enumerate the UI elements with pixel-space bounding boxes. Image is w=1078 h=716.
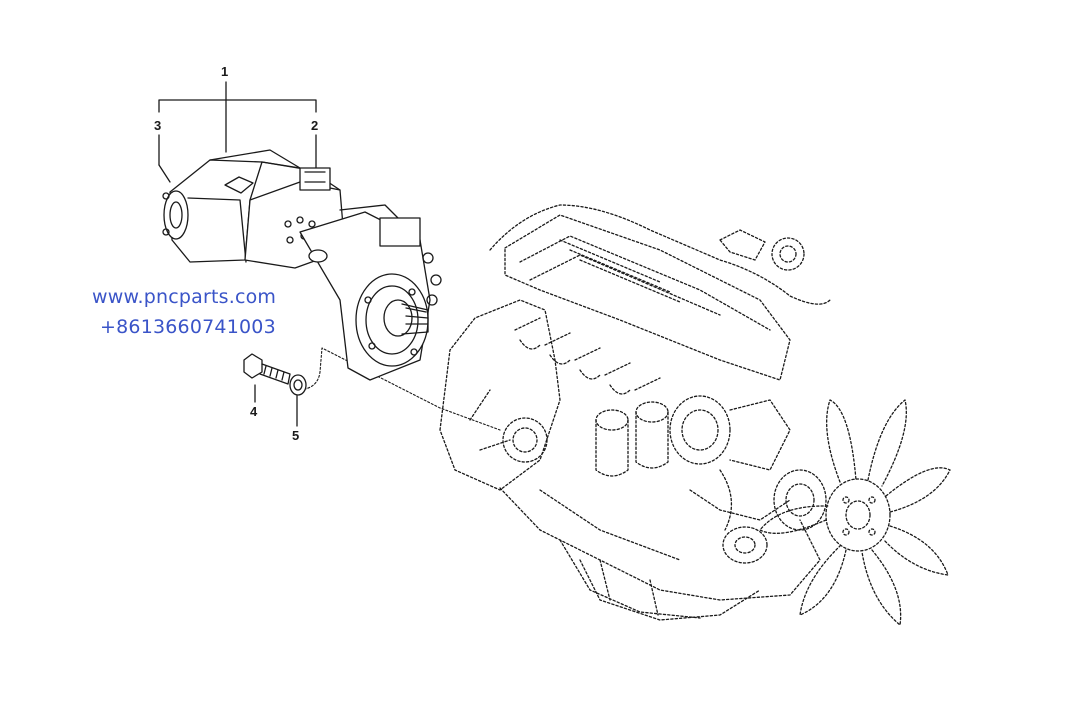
washer-part-5	[289, 374, 307, 396]
watermark-website: www.pncparts.com	[92, 286, 277, 308]
callout-4-label: 4	[250, 404, 258, 419]
hydraulic-pump-assembly	[162, 149, 442, 381]
callout-2-label: 2	[311, 118, 319, 133]
callout-1-label: 1	[221, 64, 229, 79]
callout-3-label: 3	[154, 118, 162, 133]
engine-dotted-outline	[439, 204, 951, 626]
watermark-phone: +8613660741003	[100, 316, 276, 338]
callout-5-label: 5	[292, 428, 300, 443]
callout-leader-lines	[158, 81, 317, 427]
bolt-part-4	[243, 353, 291, 385]
